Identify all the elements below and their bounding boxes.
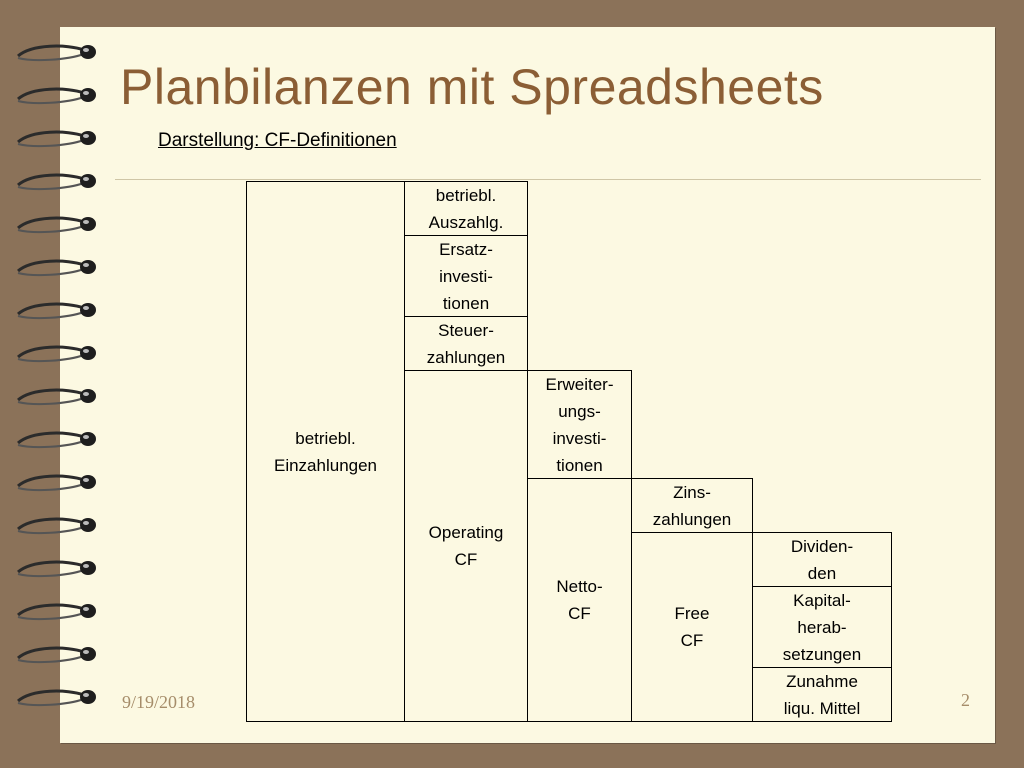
binding-ring-icon (17, 44, 96, 62)
binding-ring-icon (17, 560, 96, 578)
cell-zinszahlungen: Zins- zahlungen (631, 478, 753, 533)
cell-betriebl-einzahlungen: betriebl. Einzahlungen (246, 181, 405, 722)
binding-ring-icon (17, 302, 96, 320)
binding-ring-icon (17, 517, 96, 535)
cell-netto-cf: Netto- CF (527, 478, 632, 722)
footer-date: 9/19/2018 (122, 692, 196, 712)
binding-ring-icon (17, 130, 96, 148)
cell-free-cf: Free CF (631, 532, 753, 722)
binding-ring-icon (17, 646, 96, 664)
cell-operating-cf: Operating CF (404, 370, 528, 722)
divider-line (115, 179, 981, 180)
cell-erweiterungsinvestitionen: Erweiter- ungs- investi- tionen (527, 370, 632, 479)
binding-ring-icon (17, 388, 96, 406)
binding-ring-icon (17, 603, 96, 621)
cell-steuerzahlungen: Steuer- zahlungen (404, 316, 528, 371)
slide-subtitle: Darstellung: CF-Definitionen (158, 130, 397, 151)
cell-kapitalherabsetzungen: Kapital- herab- setzungen (752, 586, 892, 668)
binding-ring-icon (17, 216, 96, 234)
binding-ring-icon (17, 87, 96, 105)
cell-betriebl-auszahlungen: betriebl. Auszahlg. (404, 181, 528, 236)
binding-ring-icon (17, 173, 96, 191)
binding-ring-icon (17, 345, 96, 363)
cell-zunahme-liquide-mittel: Zunahme liqu. Mittel (752, 667, 892, 722)
binding-ring-icon (17, 431, 96, 449)
cell-dividenden: Dividen- den (752, 532, 892, 587)
footer-page-number: 2 (961, 690, 970, 710)
binding-ring-icon (17, 689, 96, 707)
binding-ring-icon (17, 259, 96, 277)
cell-ersatzinvestitionen: Ersatz- investi- tionen (404, 235, 528, 317)
slide-title: Planbilanzen mit Spreadsheets (120, 59, 824, 115)
binding-ring-icon (17, 474, 96, 492)
